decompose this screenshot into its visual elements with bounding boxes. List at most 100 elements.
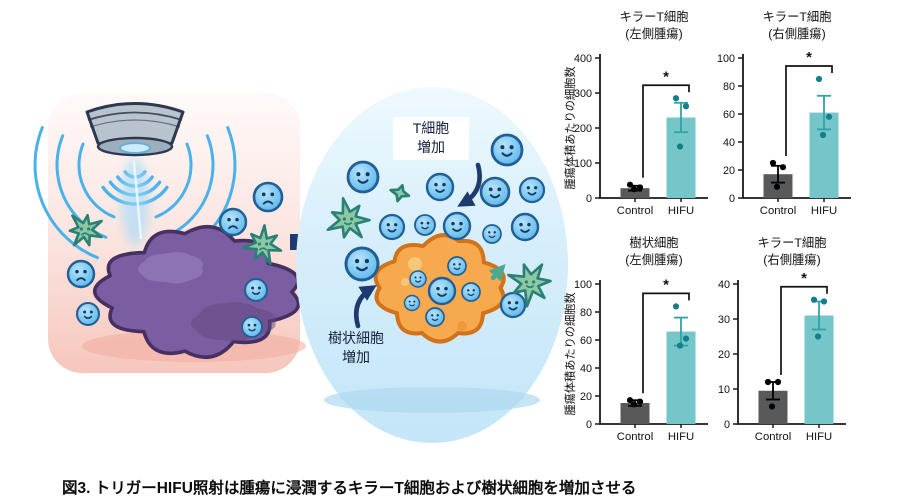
y-tick-label: 30 (718, 314, 730, 326)
figure-caption: 図3. トリガーHIFU照射は腫瘍に浸潤するキラーT細胞および樹状細胞を増加させ… (62, 480, 637, 497)
data-point (810, 296, 818, 303)
dendritic-cell-icon (507, 263, 552, 308)
hifu-illustration-svg (33, 87, 568, 443)
t-cell-icon (510, 212, 540, 242)
category-label: Control (760, 205, 796, 217)
t-cell-icon (252, 181, 284, 213)
chart-svg: 樹状細胞(左側腫瘍)腫瘍体積あたりの細胞数020406080100Control… (563, 236, 708, 443)
t-cell-icon (378, 213, 406, 241)
hifu-transducer-icon (85, 102, 185, 157)
t-cell-icon (479, 176, 511, 208)
chart-title: (左側腫瘍) (625, 26, 682, 41)
chart-title: キラーT細胞 (758, 236, 827, 250)
y-tick-label: 20 (723, 165, 735, 177)
t-cell-icon (425, 172, 455, 202)
increase-arrow-icon (457, 162, 482, 207)
increase-arrow-icon (353, 285, 377, 329)
t-cell-icon (490, 133, 524, 167)
data-point (636, 398, 644, 405)
dendritic-cell-icon (241, 224, 283, 265)
category-label: HIFU (806, 431, 832, 443)
t-cell-icon (425, 307, 445, 327)
data-point (779, 164, 787, 171)
t-cell-icon (403, 294, 421, 312)
category-label: Control (617, 205, 653, 217)
category-label: Control (755, 431, 791, 443)
data-point (682, 103, 690, 110)
increase-arrow-icon (488, 263, 506, 282)
left-panel-before-treatment (33, 93, 306, 373)
t-cell-icon (75, 301, 101, 327)
data-point (773, 183, 781, 190)
data-point (814, 333, 822, 340)
t-cell-icon (427, 276, 457, 306)
right-panel-after-treatment (296, 87, 568, 443)
y-tick-label: 80 (580, 307, 592, 319)
data-point (820, 298, 828, 305)
chart-title: (左側腫瘍) (625, 252, 682, 267)
y-tick-label: 60 (723, 109, 735, 121)
t-cell-icon (482, 224, 502, 244)
chart-title: 樹状細胞 (629, 236, 678, 250)
significance-bracket (642, 292, 690, 394)
t-cell-icon (66, 259, 96, 289)
chart-title: キラーT細胞 (620, 10, 689, 24)
significance-asterisk: * (663, 68, 669, 85)
significance-asterisk: * (806, 49, 812, 66)
significance-bracket (642, 84, 690, 178)
dendritic-cell-icon (68, 214, 103, 247)
t-cell-icon (241, 316, 263, 338)
y-tick-label: 0 (729, 193, 735, 205)
hifu-illustration (28, 70, 568, 465)
data-point (768, 403, 776, 410)
t-cell-icon (499, 291, 527, 319)
y-tick-label: 100 (574, 279, 592, 291)
data-point (676, 342, 684, 349)
t-cell-icon (409, 270, 427, 288)
chart-title: (右側腫瘍) (763, 252, 820, 267)
data-point (819, 131, 827, 139)
y-tick-label: 20 (580, 391, 592, 403)
data-point (769, 159, 777, 167)
dendritic-cell-icon (326, 197, 371, 239)
y-tick-label: 40 (723, 137, 735, 149)
data-point (630, 401, 638, 408)
data-point (764, 378, 772, 386)
y-tick-label: 40 (580, 363, 592, 375)
significance-bracket (780, 285, 828, 375)
t-cell-icon (442, 211, 472, 241)
chart-svg: キラーT細胞(左側腫瘍)腫瘍体積あたりの細胞数0100200300400Cont… (563, 10, 708, 217)
y-tick-label: 100 (717, 53, 735, 65)
y-tick-label: 80 (723, 81, 735, 93)
data-point (636, 184, 644, 191)
t-cell-icon (414, 214, 436, 236)
bar-hifu (804, 315, 834, 424)
category-label: Control (617, 431, 653, 443)
data-point (626, 181, 634, 188)
bar-control (620, 403, 650, 424)
y-tick-label: 100 (574, 158, 592, 170)
data-point (672, 303, 680, 310)
data-point (682, 335, 690, 342)
data-point (815, 75, 823, 83)
significance-asterisk: * (663, 276, 669, 293)
category-label: HIFU (668, 431, 694, 443)
chart-title: (右側腫瘍) (768, 26, 825, 41)
data-point (676, 143, 684, 150)
y-axis-label: 腫瘍体積あたりの細胞数 (563, 292, 577, 415)
y-tick-label: 40 (718, 279, 730, 291)
significance-asterisk: * (801, 270, 807, 287)
t-cell-increase-label: T細胞 増加 (393, 117, 469, 160)
y-tick-label: 300 (574, 88, 592, 100)
y-axis-label: 腫瘍体積あたりの細胞数 (563, 66, 577, 189)
t-cell-icon (218, 207, 248, 237)
chart-title: キラーT細胞 (763, 10, 832, 24)
y-tick-label: 0 (586, 419, 592, 431)
y-tick-label: 0 (724, 419, 730, 431)
data-point (774, 378, 782, 386)
